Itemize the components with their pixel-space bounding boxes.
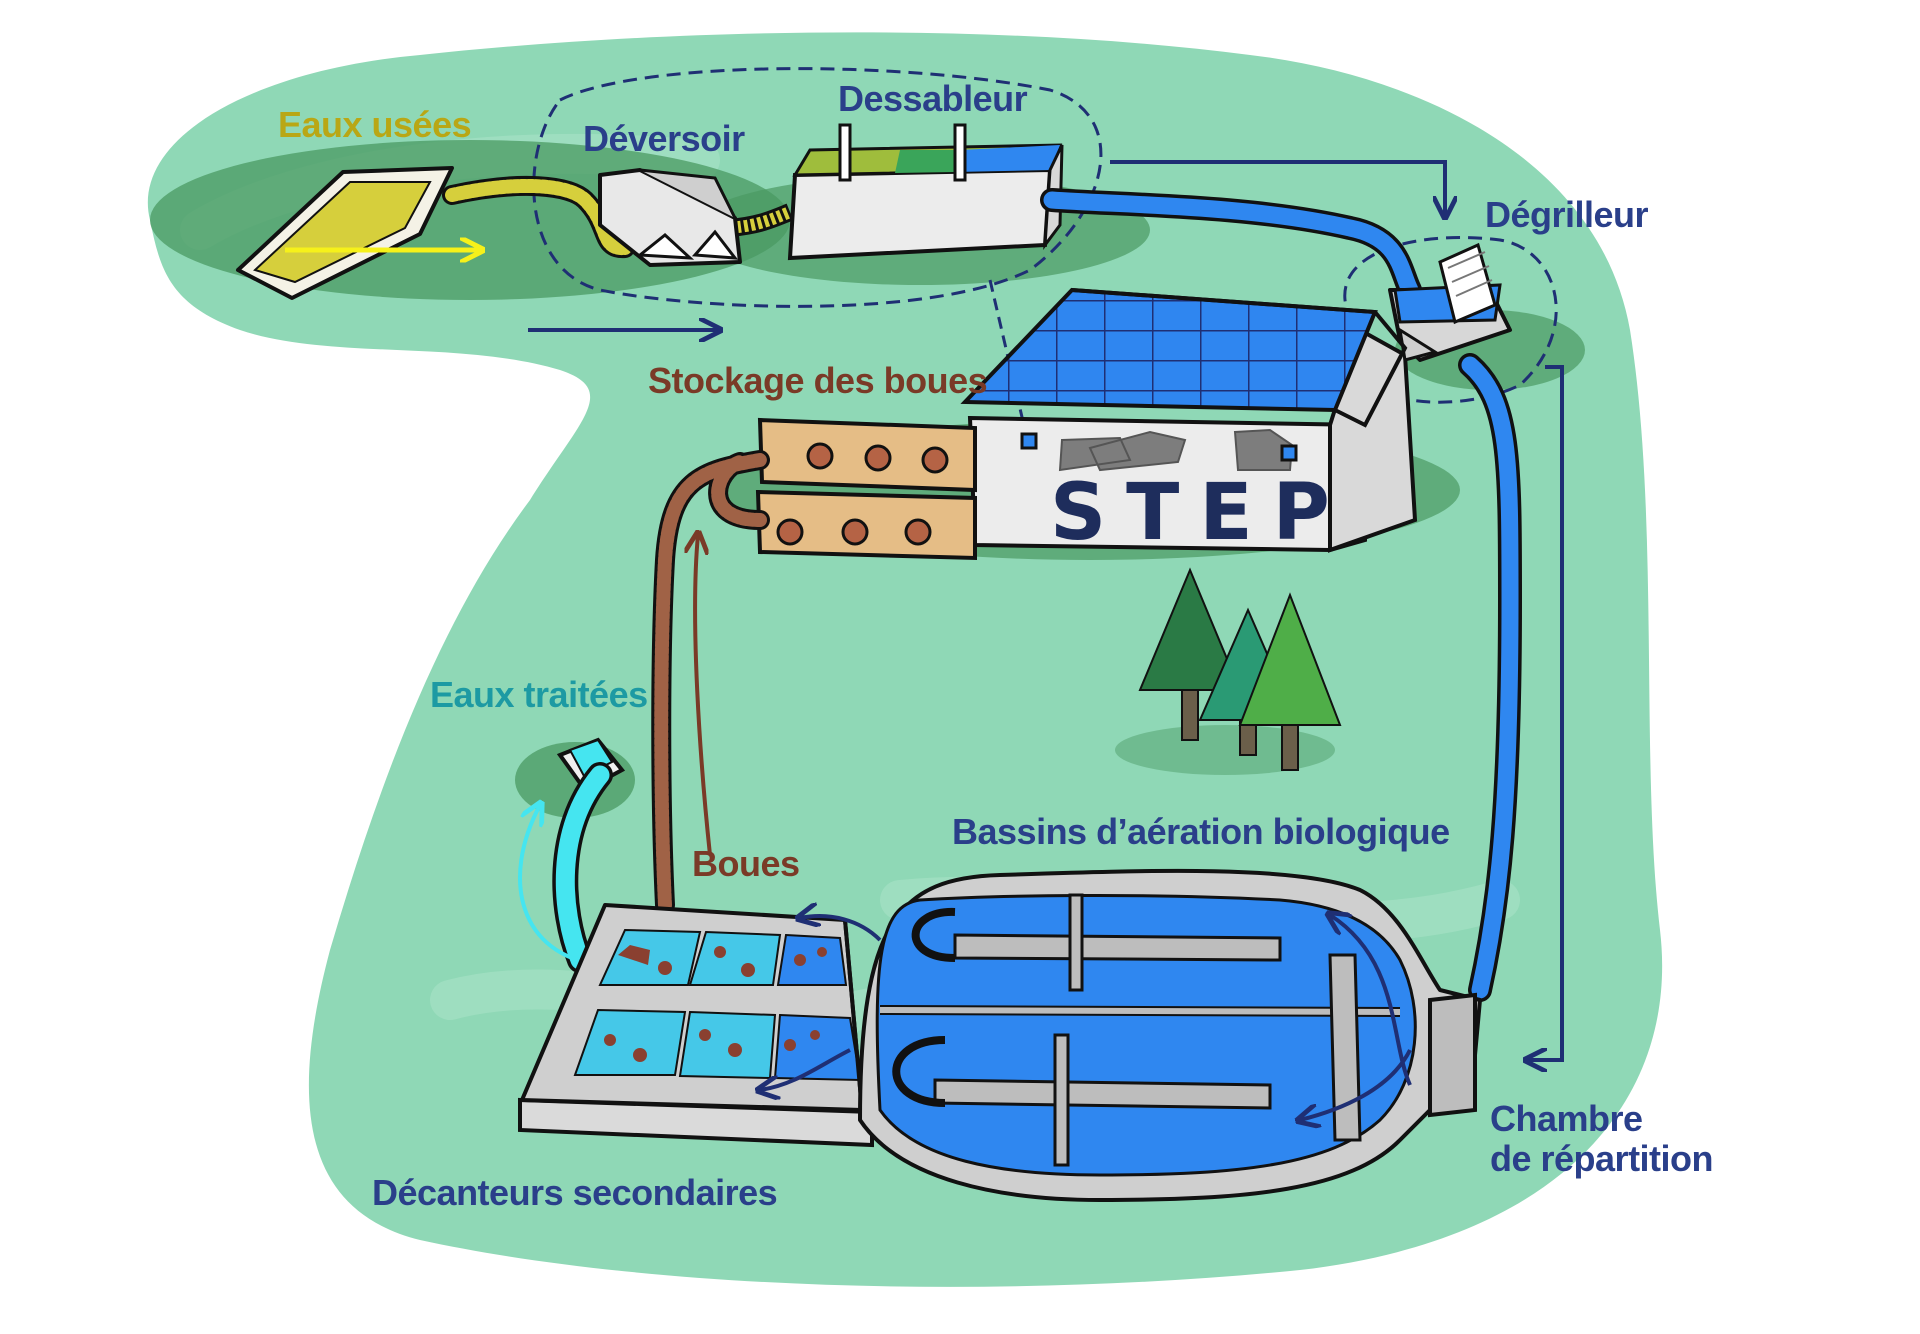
label-decanteurs-secondaires: Décanteurs secondaires: [372, 1172, 778, 1213]
water-pipe-right-fill: [1461, 356, 1519, 999]
trees: [1138, 567, 1342, 771]
basin-flow-arrow-1: [1330, 915, 1412, 1086]
basin-flow-arrow-3: [800, 916, 882, 942]
label-bassins-aeration: Bassins d’aération biologique: [952, 811, 1450, 852]
label-eaux-traitees: Eaux traitées: [430, 674, 648, 715]
dessableur-structure: [787, 123, 1064, 261]
decanteurs-structure: [518, 903, 874, 1148]
basin-flow-arrow-2: [1300, 1049, 1412, 1120]
flow-arrow-right: [1528, 365, 1564, 1060]
label-chambre-line2: de répartition: [1490, 1138, 1714, 1179]
treated-flow-arrow: [518, 805, 601, 967]
label-dessableur: Dessableur: [838, 78, 1028, 119]
label-eaux-usees: Eaux usées: [278, 104, 472, 145]
aeration-basins-structure: [858, 868, 1482, 1202]
deversoir-structure: [598, 168, 742, 267]
label-stockage-boues: Stockage des boues: [648, 360, 988, 401]
step-building: [960, 287, 1439, 553]
dashed-outline-pretreatment: [532, 67, 1103, 308]
label-step: STEP: [1050, 468, 1350, 558]
wastewater-basin: [236, 166, 480, 300]
treated-water-pipe-fill: [555, 765, 610, 970]
pipe-to-dessableur-fill: [729, 206, 793, 234]
label-chambre-line1: Chambre: [1490, 1098, 1643, 1139]
ground-shadow-trees: [1115, 725, 1335, 775]
sludge-pipe-fill: [654, 453, 767, 912]
label-degrilleur: Dégrilleur: [1485, 194, 1649, 235]
label-boues: Boues: [692, 843, 800, 884]
basin-flow-arrow-4: [760, 1048, 851, 1090]
wastewater-pipe-fill: [445, 178, 632, 256]
sludge-flow-arrow: [695, 535, 712, 856]
label-deversoir: Déversoir: [583, 118, 745, 159]
water-pipe-top-fill: [1043, 191, 1419, 299]
flow-arrow-top: [1110, 160, 1445, 215]
